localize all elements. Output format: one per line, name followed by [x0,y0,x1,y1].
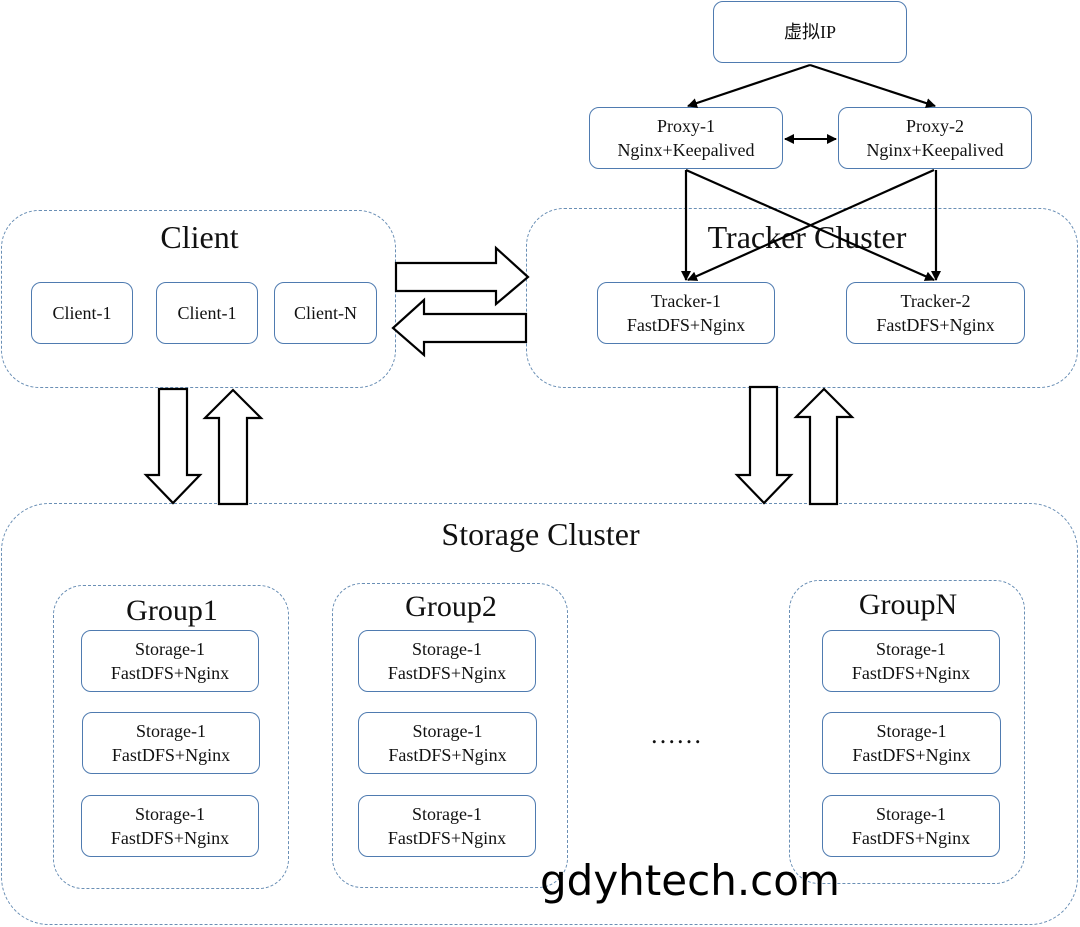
client-node: Client-1 [156,282,258,344]
storage-node: Storage-1 FastDFS+Nginx [358,712,537,774]
block-arrow-tracker-to-client [391,297,528,358]
storage-name: Storage-1 [135,804,205,824]
arrow-vip-to-proxy-2 [809,63,936,108]
client-label: Client-1 [52,303,112,323]
storage-software: FastDFS+Nginx [111,745,231,765]
storage-name: Storage-1 [412,639,482,659]
storage-node: Storage-1 FastDFS+Nginx [81,795,259,857]
proxy-node: Proxy-2 Nginx+Keepalived [838,107,1032,169]
group-container: Group1 [53,585,289,889]
proxy-name: Proxy-1 [657,116,715,136]
storage-name: Storage-1 [876,804,946,824]
storage-name: Storage-1 [876,721,947,741]
block-arrow-tracker-to-storage [734,385,794,505]
storage-node: Storage-1 FastDFS+Nginx [822,712,1001,774]
proxy-name: Proxy-2 [906,116,964,136]
tracker-cluster-title: Tracker Cluster [707,219,907,255]
group-title: Group2 [405,590,497,623]
client-node: Client-1 [31,282,133,344]
storage-software: FastDFS+Nginx [387,663,507,683]
client-label: Client-1 [177,303,237,323]
block-arrow-client-to-storage [143,387,203,505]
storage-software: FastDFS+Nginx [110,663,230,683]
storage-node: Storage-1 FastDFS+Nginx [358,795,536,857]
ellipsis-more-groups: …… [650,720,702,749]
storage-software: FastDFS+Nginx [110,828,230,848]
storage-software: FastDFS+Nginx [851,663,971,683]
tracker-node: Tracker-2 FastDFS+Nginx [846,282,1025,344]
tracker-software: FastDFS+Nginx [626,315,746,335]
client-node: Client-N [274,282,377,344]
storage-node: Storage-1 FastDFS+Nginx [81,630,259,692]
storage-node: Storage-1 FastDFS+Nginx [822,630,1000,692]
storage-software: FastDFS+Nginx [387,828,507,848]
group-title: Group1 [126,594,218,627]
virtual-ip-node: 虚拟IP [713,1,907,63]
group-title: GroupN [858,588,958,621]
proxy-software: Nginx+Keepalived [617,140,755,160]
storage-name: Storage-1 [876,639,946,659]
client-cluster-title: Client [160,219,239,255]
client-cluster: Client [1,210,396,388]
group-container: GroupN [789,580,1025,884]
tracker-node: Tracker-1 FastDFS+Nginx [597,282,775,344]
watermark-text: gdyhtech.com [540,856,840,905]
virtual-ip-label: 虚拟IP [783,22,836,42]
block-arrow-storage-to-tracker [793,387,855,506]
group-container: Group2 [332,583,568,888]
storage-cluster-title: Storage Cluster [441,516,640,552]
tracker-name: Tracker-1 [651,291,721,311]
storage-name: Storage-1 [136,721,206,741]
proxy-software: Nginx+Keepalived [866,140,1004,160]
storage-name: Storage-1 [412,804,482,824]
storage-name: Storage-1 [135,639,205,659]
client-label: Client-N [294,303,357,323]
storage-node: Storage-1 FastDFS+Nginx [82,712,260,774]
tracker-software: FastDFS+Nginx [876,315,995,335]
proxy-node: Proxy-1 Nginx+Keepalived [589,107,783,169]
arrow-vip-to-proxy-1 [687,63,811,108]
tracker-name: Tracker-2 [900,291,971,311]
storage-name: Storage-1 [412,721,483,741]
block-arrow-client-to-tracker [394,245,530,307]
storage-software: FastDFS+Nginx [852,745,971,765]
storage-software: FastDFS+Nginx [851,828,971,848]
storage-software: FastDFS+Nginx [388,745,507,765]
storage-node: Storage-1 FastDFS+Nginx [358,630,536,692]
storage-node: Storage-1 FastDFS+Nginx [822,795,1000,857]
storage-cluster: Storage Cluster [1,503,1078,925]
block-arrow-storage-to-client [202,388,264,506]
